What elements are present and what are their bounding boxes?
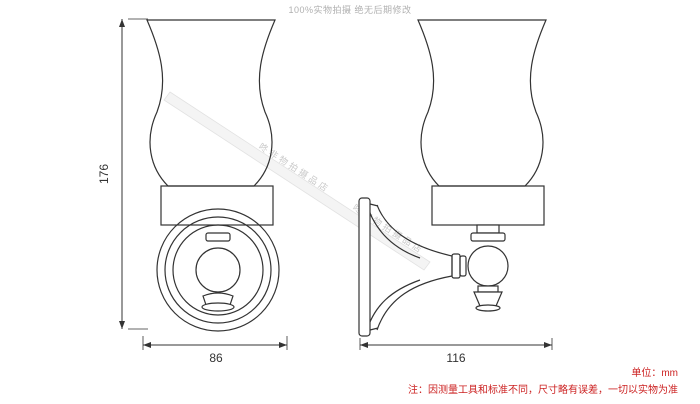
measurement-disclaimer: 注：因测量工具和标准不同，尺寸略有误差，一切以实物为准 xyxy=(408,385,678,396)
front-width-label: 86 xyxy=(209,351,223,365)
watermark: 咚 非 物 拍 摄 品 店 咚 非 物 拍 摄 品 店 xyxy=(163,91,431,271)
side-bracket-arm xyxy=(376,204,453,331)
side-glass-cup xyxy=(417,19,547,187)
front-wall-plate xyxy=(156,208,280,332)
front-cup-holder xyxy=(160,185,274,226)
side-width-dimension xyxy=(359,338,553,350)
side-view xyxy=(358,19,547,337)
header-note: 100%实物拍摄 绝无后期修改 xyxy=(288,5,412,15)
side-cup-holder xyxy=(431,185,545,226)
front-view xyxy=(146,19,280,332)
height-dimension xyxy=(119,18,148,330)
side-support-post xyxy=(467,224,509,312)
side-wall-plate xyxy=(358,197,371,337)
front-ball-knob xyxy=(195,232,241,312)
front-glass-cup xyxy=(146,19,276,187)
dimension-lines xyxy=(119,18,553,350)
side-width-label: 116 xyxy=(446,351,465,365)
front-width-dimension xyxy=(142,336,288,350)
height-label: 176 xyxy=(97,164,111,184)
unit-note: 单位：mm xyxy=(631,368,678,379)
side-arm-joint xyxy=(451,253,467,279)
